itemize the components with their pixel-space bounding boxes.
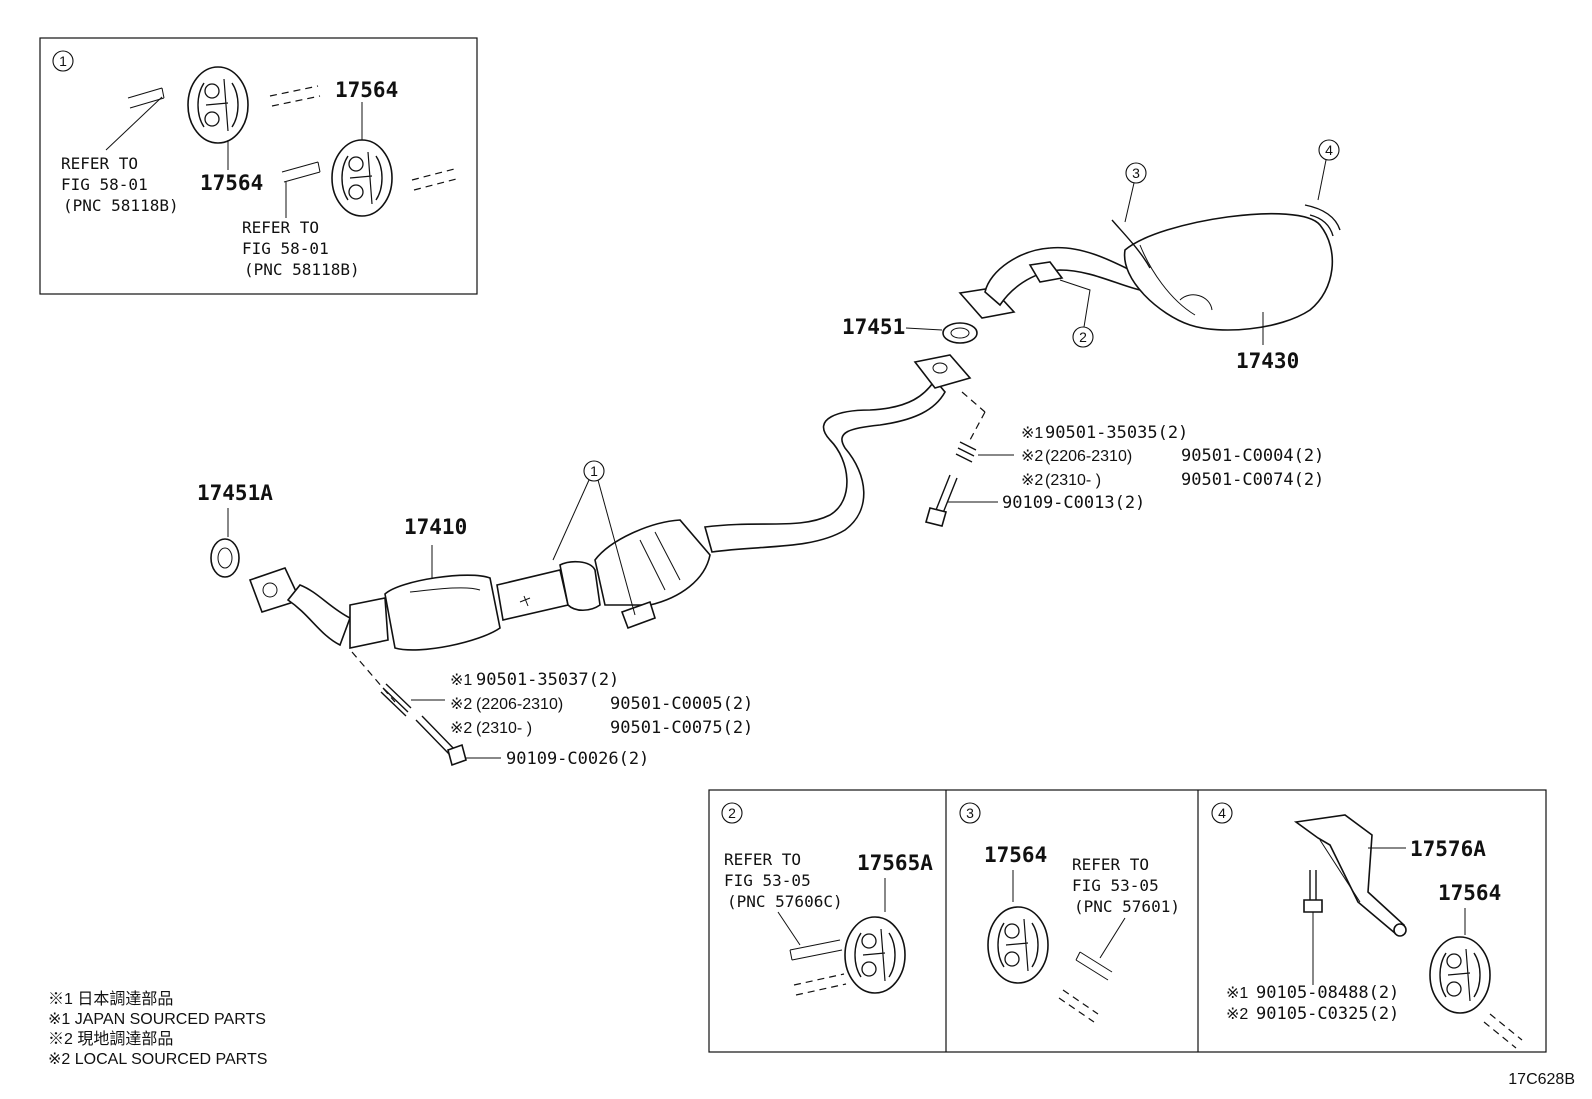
inset-2-callout: 2 bbox=[728, 805, 736, 821]
main-callout-3: 3 bbox=[1132, 165, 1140, 181]
inset2-ref-3: (PNC 57606C) bbox=[727, 892, 843, 911]
hanger-17564-inset3 bbox=[987, 906, 1049, 984]
intermediate-pipe bbox=[703, 378, 946, 553]
inset-3-callout: 3 bbox=[966, 805, 974, 821]
rear-r3-pn: 90501-C0074(2) bbox=[1181, 470, 1324, 490]
legend-line-2: ※1 JAPAN SOURCED PARTS bbox=[48, 1011, 266, 1028]
label-17451: 17451 bbox=[842, 315, 905, 339]
legend: ※1 日本調達部品 ※1 JAPAN SOURCED PARTS ※2 現地調達… bbox=[48, 990, 267, 1068]
main-callout-1: 1 bbox=[590, 463, 598, 479]
inset3-ref-3: (PNC 57601) bbox=[1074, 897, 1180, 916]
tail-pipe-inlet bbox=[984, 246, 1142, 307]
rear-r2-pn: 90501-C0004(2) bbox=[1181, 446, 1324, 466]
inset-4-callout: 4 bbox=[1218, 805, 1226, 821]
hanger-17564-lower bbox=[331, 139, 393, 217]
hanger-17564-upper bbox=[187, 66, 249, 144]
legend-line-1: ※1 日本調達部品 bbox=[48, 990, 173, 1008]
front-r2-range: (2206-2310) bbox=[476, 696, 563, 713]
mid-flange bbox=[913, 354, 972, 389]
muffler-17430 bbox=[1123, 212, 1334, 331]
inset4-bolt1-mark: ※1 bbox=[1226, 985, 1248, 1002]
inset4-bolt2-mark: ※2 bbox=[1226, 1006, 1248, 1023]
inset4-pn-bracket: 17576A bbox=[1410, 837, 1486, 861]
front-spring bbox=[380, 683, 412, 717]
rear-bolt-pn: 90109-C0013(2) bbox=[1002, 493, 1145, 513]
lower-insets bbox=[708, 789, 1547, 1053]
inset-3: 3 17564 REFER TO FIG 53-05 (PNC 57601) bbox=[959, 802, 1180, 1023]
legend-line-3: ※2 現地調達部品 bbox=[48, 1030, 173, 1048]
rear-r1-pn: 90501-35035(2) bbox=[1045, 423, 1188, 443]
rear-r2-mark: ※2 bbox=[1021, 448, 1043, 465]
inset2-ref-1: REFER TO bbox=[724, 850, 801, 869]
gasket-17451 bbox=[942, 322, 978, 344]
inset4-bolt2-pn: 90105-C0325(2) bbox=[1256, 1004, 1399, 1024]
inset3-ref-1: REFER TO bbox=[1072, 855, 1149, 874]
front-r3-range: (2310- ) bbox=[476, 720, 532, 737]
legend-line-4: ※2 LOCAL SOURCED PARTS bbox=[48, 1051, 267, 1068]
inset1-ref-a-2: FIG 58-01 bbox=[61, 175, 148, 194]
label-17430: 17430 bbox=[1236, 349, 1299, 373]
main-assembly: 17451A 17410 17451 bbox=[197, 139, 1341, 769]
front-flange bbox=[248, 567, 302, 613]
front-bolt-pn: 90109-C0026(2) bbox=[506, 749, 649, 769]
figure-code: 17C628B bbox=[1508, 1071, 1575, 1088]
inset4-pn-hanger: 17564 bbox=[1438, 881, 1501, 905]
front-bolt bbox=[415, 715, 457, 756]
inset1-ref-a-3: (PNC 58118B) bbox=[63, 196, 179, 215]
bracket-17576a bbox=[1293, 814, 1406, 936]
inset-1-callout: 1 bbox=[59, 53, 67, 69]
rear-r3-mark: ※2 bbox=[1021, 472, 1043, 489]
label-17410: 17410 bbox=[404, 515, 467, 539]
rear-r3-range: (2310- ) bbox=[1045, 472, 1101, 489]
inset4-bolt bbox=[1303, 899, 1323, 913]
inset-4: 4 17576A 17564 ※1 90105-08488(2) ※2 9010… bbox=[1211, 802, 1523, 1049]
main-callout-2: 2 bbox=[1079, 329, 1087, 345]
inset3-pn: 17564 bbox=[984, 843, 1047, 867]
label-17451a: 17451A bbox=[197, 481, 273, 505]
rear-r2-range: (2206-2310) bbox=[1045, 448, 1132, 465]
converter-rear bbox=[594, 519, 711, 606]
inset4-bolt1-pn: 90105-08488(2) bbox=[1256, 983, 1399, 1003]
hanger-17564-inset4 bbox=[1429, 936, 1491, 1014]
gasket-17451a bbox=[210, 538, 240, 578]
front-r2-mark: ※2 bbox=[450, 696, 472, 713]
inset1-ref-b-1: REFER TO bbox=[242, 218, 319, 237]
rear-bolt bbox=[935, 474, 958, 514]
rear-spring bbox=[955, 441, 977, 463]
rear-r1-mark: ※1 bbox=[1021, 425, 1043, 442]
inset1-pn-b: 17564 bbox=[200, 171, 263, 195]
front-r3-pn: 90501-C0075(2) bbox=[610, 718, 753, 738]
inset1-ref-b-3: (PNC 58118B) bbox=[244, 260, 360, 279]
inset1-pn-a: 17564 bbox=[335, 78, 398, 102]
main-callout-4: 4 bbox=[1325, 142, 1333, 158]
inset2-pn: 17565A bbox=[857, 851, 933, 875]
front-r1-mark: ※1 bbox=[450, 672, 472, 689]
hanger-17565a bbox=[844, 916, 906, 994]
front-r1-pn: 90501-35037(2) bbox=[476, 670, 619, 690]
inset2-ref-2: FIG 53-05 bbox=[724, 871, 811, 890]
front-r2-pn: 90501-C0005(2) bbox=[610, 694, 753, 714]
inset-2: 2 REFER TO FIG 53-05 (PNC 57606C) 17565A bbox=[721, 802, 933, 996]
inset1-ref-a-1: REFER TO bbox=[61, 154, 138, 173]
inset1-ref-b-2: FIG 58-01 bbox=[242, 239, 329, 258]
front-r3-mark: ※2 bbox=[450, 720, 472, 737]
converter-17410 bbox=[384, 574, 501, 651]
inset-1-box: 1 17564 17564 REFER TO FIG 58-01 (PNC 58… bbox=[39, 37, 478, 295]
inset3-ref-2: FIG 53-05 bbox=[1072, 876, 1159, 895]
